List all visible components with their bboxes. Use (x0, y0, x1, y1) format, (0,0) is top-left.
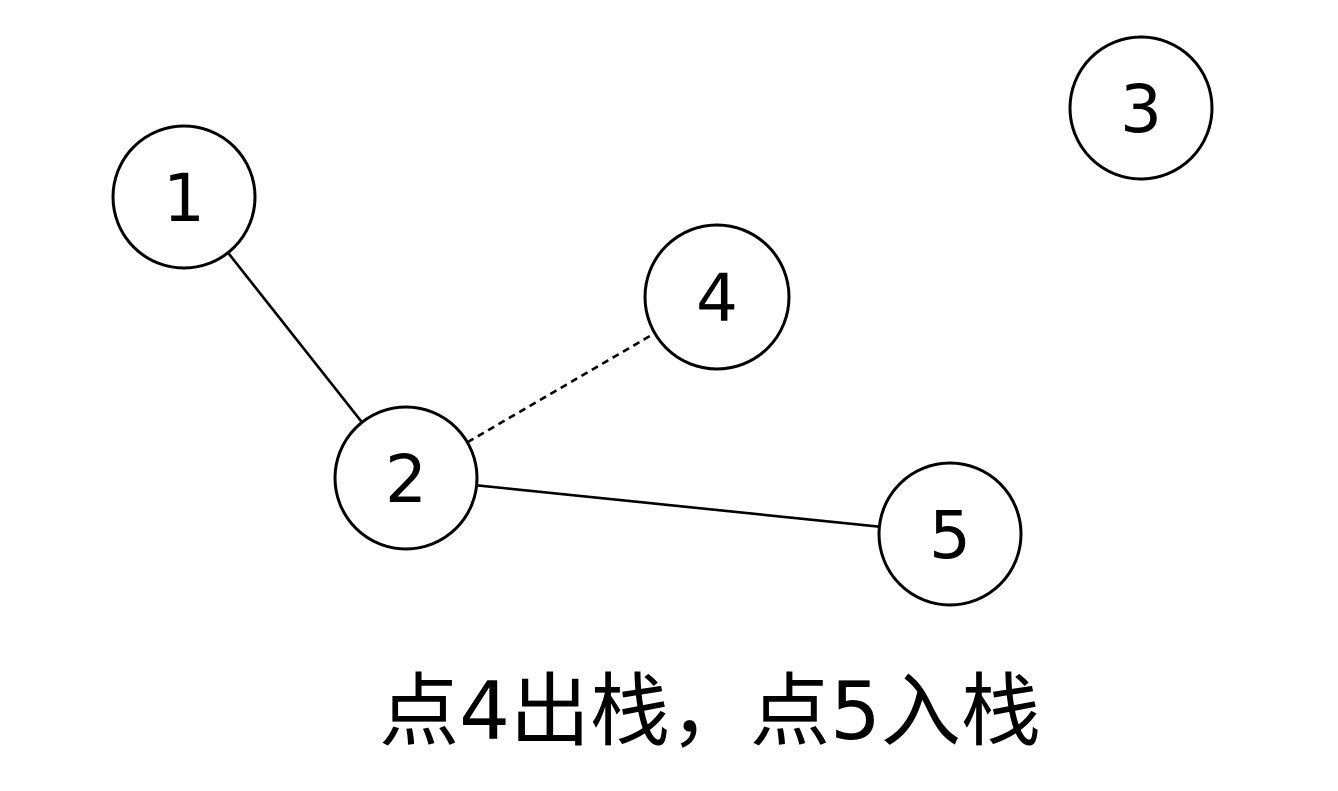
node-circle-2 (333, 405, 479, 551)
caption: 点4出栈，点5入栈 (379, 665, 1041, 758)
node-label-4: 4 (696, 260, 738, 337)
edge-2-4-dashed (466, 332, 656, 444)
node-label-3: 3 (1120, 71, 1162, 148)
node-3: 3 (1068, 35, 1214, 181)
node-circle-3 (1068, 35, 1214, 181)
node-2: 2 (333, 405, 479, 551)
edge-2-5-solid (476, 484, 880, 528)
node-label-5: 5 (929, 497, 971, 574)
node-4: 4 (643, 223, 791, 371)
node-circle-4 (643, 223, 791, 371)
node-circle-5 (877, 461, 1023, 607)
node-label-1: 1 (163, 160, 205, 237)
node-label-2: 2 (385, 441, 427, 518)
edge-1-2-solid (226, 251, 364, 424)
node-5: 5 (877, 461, 1023, 607)
node-1: 1 (111, 124, 257, 270)
node-circle-1 (111, 124, 257, 270)
